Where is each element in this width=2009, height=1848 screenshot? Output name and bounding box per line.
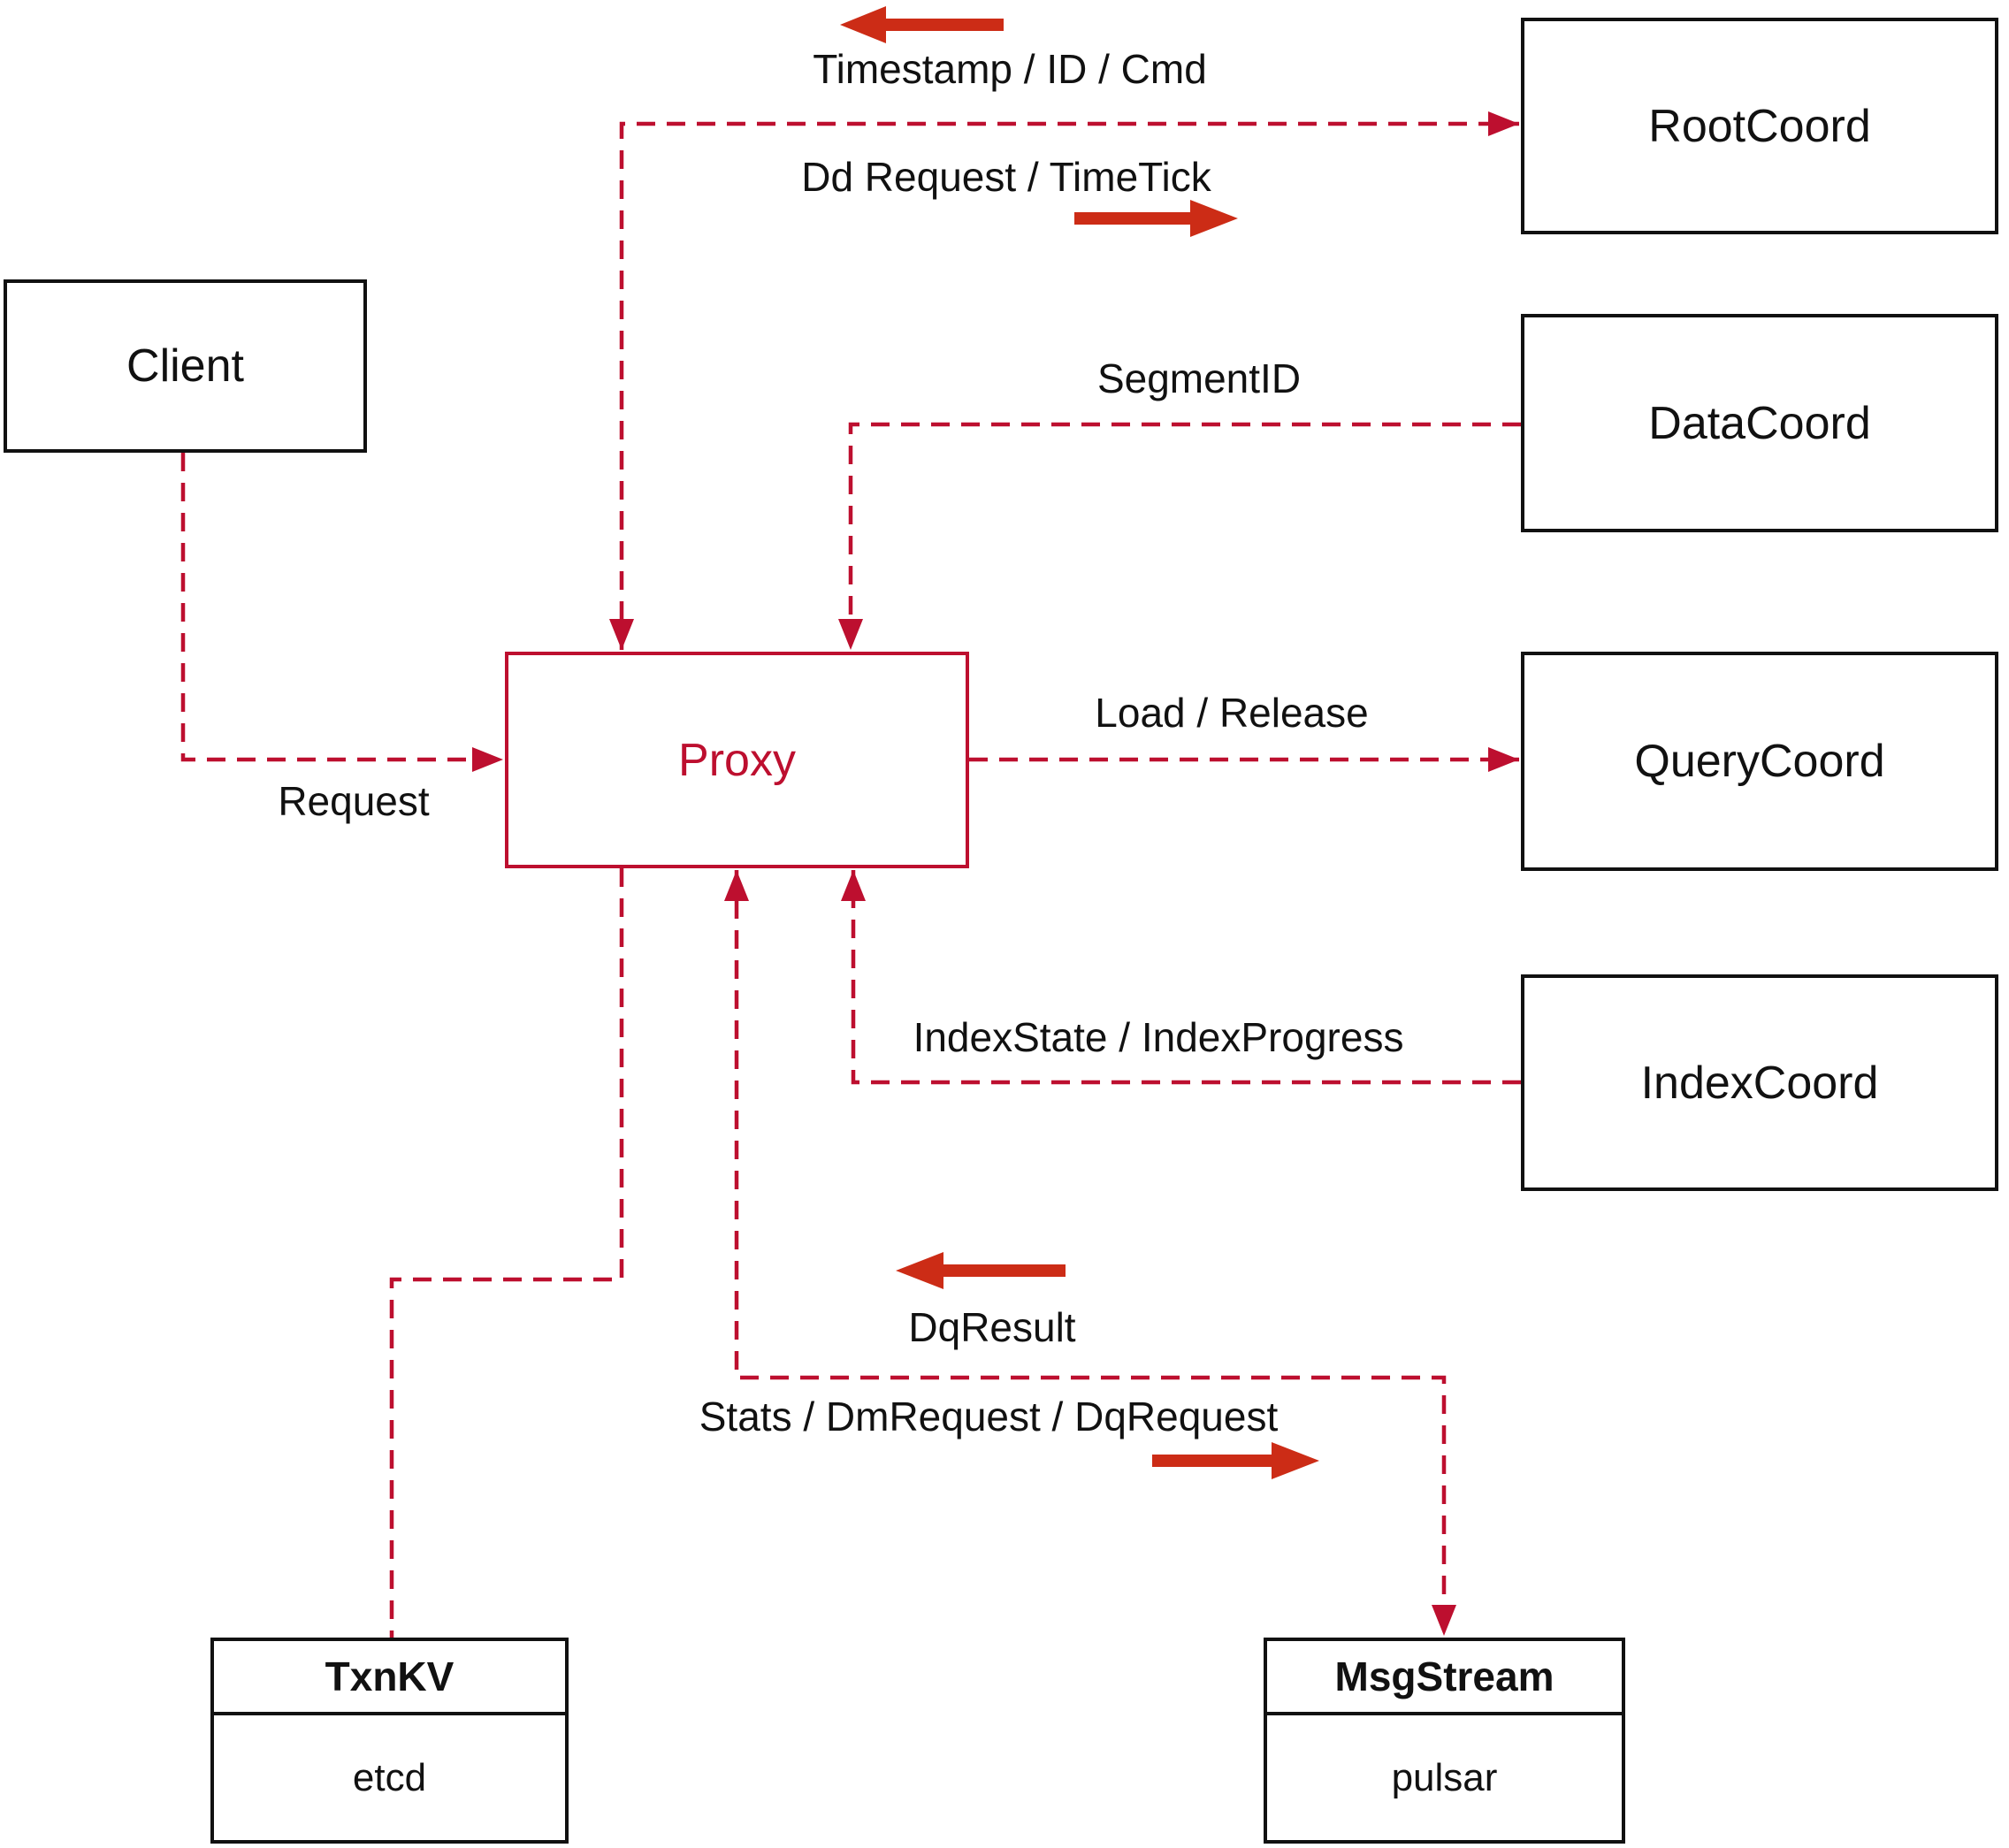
node-label: Proxy	[678, 734, 796, 786]
edge-label-load-release: Load / Release	[1095, 690, 1369, 736]
node-label: QueryCoord	[1634, 736, 1885, 787]
arrowhead-into-proxy-left	[472, 747, 503, 772]
node-client: Client	[4, 279, 367, 453]
node-label: Client	[126, 340, 244, 392]
arrowhead-into-msgstream	[1432, 1605, 1456, 1636]
edge-label-indexstate-indexprogress: IndexState / IndexProgress	[913, 1014, 1404, 1060]
node-indexcoord: IndexCoord	[1521, 974, 1998, 1191]
store-title: MsgStream	[1267, 1641, 1622, 1715]
arrowhead-into-querycoord	[1488, 747, 1519, 772]
store-subtitle: etcd	[352, 1755, 427, 1799]
arrowhead-into-proxy-top-right	[838, 619, 863, 650]
store-subtitle: pulsar	[1391, 1755, 1498, 1799]
node-datacoord: DataCoord	[1521, 314, 1998, 532]
edge-label-segmentid: SegmentID	[1096, 355, 1302, 401]
node-rootcoord: RootCoord	[1521, 18, 1998, 234]
node-label: IndexCoord	[1640, 1057, 1879, 1109]
node-label: DataCoord	[1648, 397, 1871, 449]
arrowhead-into-proxy-bottom-right	[841, 870, 866, 901]
node-label: RootCoord	[1648, 100, 1871, 152]
edge-label-timestamp-id-cmd: Timestamp / ID / Cmd	[813, 46, 1207, 92]
arrowhead-into-proxy-bottom-left	[724, 870, 749, 901]
node-proxy: Proxy	[505, 652, 969, 868]
left-arrow-icon	[896, 1252, 1066, 1289]
edge-proxy-txnkv	[389, 868, 624, 1638]
node-querycoord: QueryCoord	[1521, 652, 1998, 871]
edge-label-dd-request-timetick: Dd Request / TimeTick	[801, 154, 1211, 200]
left-arrow-icon	[840, 6, 1004, 43]
edge-proxy-msgstream	[734, 870, 1447, 1636]
edge-indexcoord-proxy	[851, 870, 1521, 1085]
edge-label-dqresult: DqResult	[908, 1304, 1076, 1350]
right-arrow-icon	[1152, 1442, 1319, 1479]
edge-label-request: Request	[278, 778, 430, 824]
store-title: TxnKV	[214, 1641, 565, 1715]
edge-proxy-rootcoord	[619, 121, 1519, 650]
arrowhead-into-proxy-top-left	[609, 619, 634, 650]
edge-client-proxy	[180, 453, 503, 762]
edge-datacoord-proxy	[848, 422, 1521, 650]
node-msgstream: MsgStream pulsar	[1264, 1638, 1625, 1844]
edge-label-stats-dmrequest-dqrequest: Stats / DmRequest / DqRequest	[699, 1394, 1279, 1439]
node-txnkv: TxnKV etcd	[210, 1638, 569, 1844]
right-arrow-icon	[1074, 200, 1238, 237]
arrowhead-into-rootcoord	[1488, 111, 1519, 136]
